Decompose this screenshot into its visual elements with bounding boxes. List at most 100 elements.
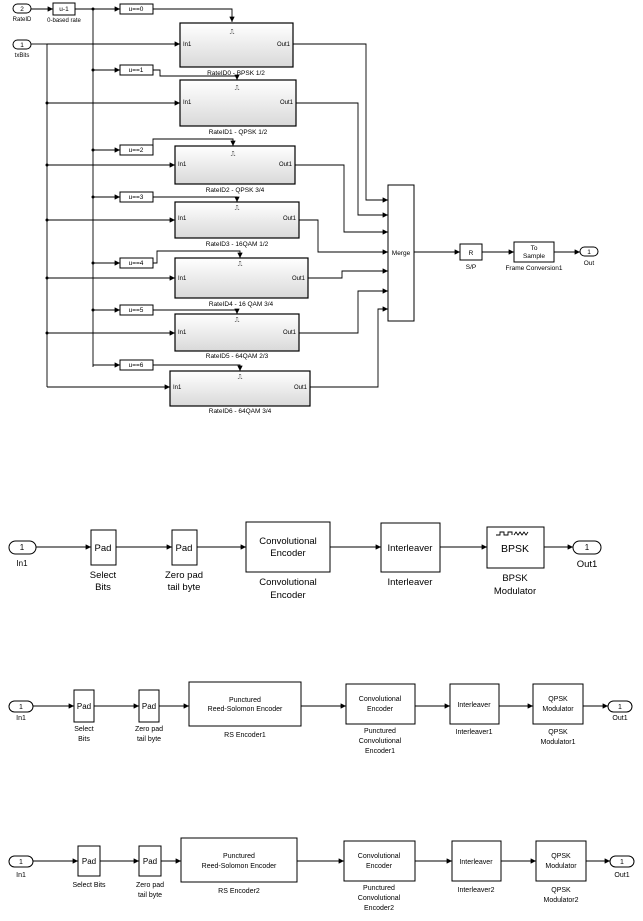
chain2-rs-encoder[interactable]: Punctured Reed-Solomon Encoder RS Encode…: [188, 681, 302, 739]
svg-text:In1: In1: [183, 42, 192, 48]
svg-text:In1: In1: [178, 162, 187, 168]
svg-text:Out1: Out1: [283, 330, 297, 336]
svg-text:u==5: u==5: [129, 307, 144, 314]
inport-txbits[interactable]: [12, 39, 32, 50]
svg-text:Modulator: Modulator: [542, 706, 574, 713]
inport-rateid[interactable]: [12, 3, 32, 14]
svg-text:Interleaver: Interleaver: [459, 859, 493, 866]
compare-5[interactable]: u==5: [119, 304, 154, 316]
svg-text:RateID1 - QPSK 1/2: RateID1 - QPSK 1/2: [209, 129, 268, 136]
svg-text:In1: In1: [16, 715, 26, 722]
chain1-bpsk-modulator[interactable]: BPSK BPSK Modulator: [486, 526, 545, 597]
svg-text:In1: In1: [178, 276, 187, 282]
svg-text:u==2: u==2: [129, 147, 144, 154]
svg-text:RateID0 - BPSK 1/2: RateID0 - BPSK 1/2: [207, 70, 265, 77]
inport-txbits-num: 1: [20, 42, 24, 49]
chain3-pad-zero[interactable]: Pad Zero pad tail byte: [136, 845, 164, 899]
compare-4[interactable]: u==4: [119, 257, 154, 269]
svg-text:Zero pad: Zero pad: [136, 882, 164, 889]
svg-text:In1: In1: [178, 216, 187, 222]
chain3-conv-encoder[interactable]: Convolutional Encoder Punctured Convolut…: [343, 840, 416, 912]
compare-3[interactable]: u==3: [119, 191, 154, 203]
svg-text:RateID4 - 16 QAM 3/4: RateID4 - 16 QAM 3/4: [209, 301, 274, 308]
svg-text:u==4: u==4: [129, 260, 144, 267]
chain1-inport[interactable]: [8, 540, 37, 555]
svg-text:u==0: u==0: [129, 6, 144, 13]
chain3-pad-select[interactable]: Pad Select Bits: [72, 845, 106, 889]
chain2-diagram: 1 In1 Pad Select Bits Pad Zero pad tail …: [8, 681, 633, 755]
svg-text:Modulator: Modulator: [494, 586, 536, 597]
chain1-interleaver[interactable]: Interleaver Interleaver: [380, 522, 441, 588]
svg-text:Modulator2: Modulator2: [543, 897, 578, 904]
svg-text:Pad: Pad: [95, 543, 112, 554]
svg-text:RS Encoder1: RS Encoder1: [224, 732, 266, 739]
subsystem-rateid1[interactable]: In1 Out1 ⎍ RateID1 - QPSK 1/2: [179, 79, 297, 136]
chain2-pad-select[interactable]: Pad Select Bits: [73, 689, 95, 743]
svg-text:Punctured: Punctured: [363, 885, 395, 892]
chain2-inport[interactable]: [8, 700, 34, 713]
inport-rateid-num: 2: [20, 6, 24, 13]
svg-text:Zero pad: Zero pad: [165, 570, 203, 581]
svg-text:Encoder1: Encoder1: [365, 748, 395, 755]
svg-text:Encoder2: Encoder2: [364, 905, 394, 912]
svg-text:Interleaver: Interleaver: [388, 577, 433, 588]
svg-text:Select: Select: [74, 726, 94, 733]
bias-block-text: u-1: [59, 6, 69, 13]
svg-text:Out1: Out1: [283, 216, 297, 222]
chain3-inport[interactable]: [8, 855, 34, 868]
svg-text:Out1: Out1: [294, 385, 308, 391]
chain3-interleaver[interactable]: Interleaver Interleaver2: [451, 840, 502, 894]
svg-text:Interleaver2: Interleaver2: [458, 887, 495, 894]
subsystem-rateid0[interactable]: In1 Out1 ⎍ RateID0 - BPSK 1/2: [179, 22, 294, 77]
svg-text:Convolutional: Convolutional: [358, 895, 401, 902]
chain2-outport[interactable]: [607, 700, 633, 713]
svg-text:Reed-Solomon Encoder: Reed-Solomon Encoder: [208, 706, 283, 713]
subsystem-rateid4[interactable]: In1 Out1 ⎍ RateID4 - 16 QAM 3/4: [174, 257, 309, 308]
chain1-conv-encoder[interactable]: Convolutional Encoder Convolutional Enco…: [245, 521, 331, 601]
sp-block[interactable]: R S/P: [459, 243, 483, 271]
svg-text:RateID5 - 64QAM 2/3: RateID5 - 64QAM 2/3: [206, 353, 269, 360]
svg-text:u==1: u==1: [129, 67, 144, 74]
svg-text:Sample: Sample: [523, 253, 545, 260]
svg-text:Select Bits: Select Bits: [72, 882, 106, 889]
chain2-pad-zero[interactable]: Pad Zero pad tail byte: [135, 689, 163, 743]
svg-text:R: R: [469, 250, 474, 257]
svg-text:Modulator: Modulator: [545, 863, 577, 870]
compare-0[interactable]: u==0: [119, 3, 154, 15]
svg-text:BPSK: BPSK: [501, 543, 529, 555]
svg-text:RateID6 - 64QAM 3/4: RateID6 - 64QAM 3/4: [209, 408, 272, 415]
compare-6[interactable]: u==6: [119, 359, 154, 371]
compare-1[interactable]: u==1: [119, 64, 154, 76]
svg-text:tail byte: tail byte: [137, 736, 161, 743]
svg-text:Encoder: Encoder: [270, 590, 305, 601]
svg-text:Zero pad: Zero pad: [135, 726, 163, 733]
svg-text:Convolutional: Convolutional: [259, 536, 317, 547]
enable-icon: ⎍: [235, 205, 240, 212]
chain1-outport[interactable]: [572, 540, 602, 555]
compare-2[interactable]: u==2: [119, 144, 154, 156]
svg-text:1: 1: [585, 543, 590, 552]
svg-text:Reed-Solomon Encoder: Reed-Solomon Encoder: [202, 863, 277, 870]
chain2-interleaver[interactable]: Interleaver Interleaver1: [449, 683, 500, 736]
chain1-pad-zero[interactable]: Pad Zero pad tail byte: [165, 529, 203, 593]
chain1-pad-select[interactable]: Pad Select Bits: [90, 529, 117, 593]
subsystem-rateid2[interactable]: In1 Out1 ⎍ RateID2 - QPSK 3/4: [174, 145, 296, 194]
chain3-qpsk-modulator[interactable]: QPSK Modulator QPSK Modulator2: [535, 840, 587, 904]
enable-icon: ⎍: [230, 29, 235, 36]
svg-text:Pad: Pad: [143, 857, 157, 866]
chain2-qpsk-modulator[interactable]: QPSK Modulator QPSK Modulator1: [532, 683, 584, 746]
subsystem-rateid5[interactable]: In1 Out1 ⎍ RateID5 - 64QAM 2/3: [174, 313, 300, 360]
chain3-outport[interactable]: [609, 855, 635, 868]
enable-icon: ⎍: [235, 317, 240, 324]
svg-text:Punctured: Punctured: [229, 697, 261, 704]
outport-out[interactable]: [579, 246, 599, 257]
merge-block[interactable]: Merge: [387, 184, 415, 322]
chain3-rs-encoder[interactable]: Punctured Reed-Solomon Encoder RS Encode…: [180, 837, 298, 895]
subsystem-rateid6[interactable]: In1 Out1 ⎍ RateID6 - 64QAM 3/4: [169, 370, 311, 415]
enable-icon: ⎍: [238, 374, 243, 381]
svg-text:BPSK: BPSK: [502, 573, 528, 584]
subsystem-rateid3[interactable]: In1 Out1 ⎍ RateID3 - 16QAM 1/2: [174, 201, 300, 248]
frame-conversion-block[interactable]: To Sample Frame Conversion1: [505, 241, 563, 272]
chain2-conv-encoder[interactable]: Convolutional Encoder Punctured Convolut…: [345, 683, 416, 755]
